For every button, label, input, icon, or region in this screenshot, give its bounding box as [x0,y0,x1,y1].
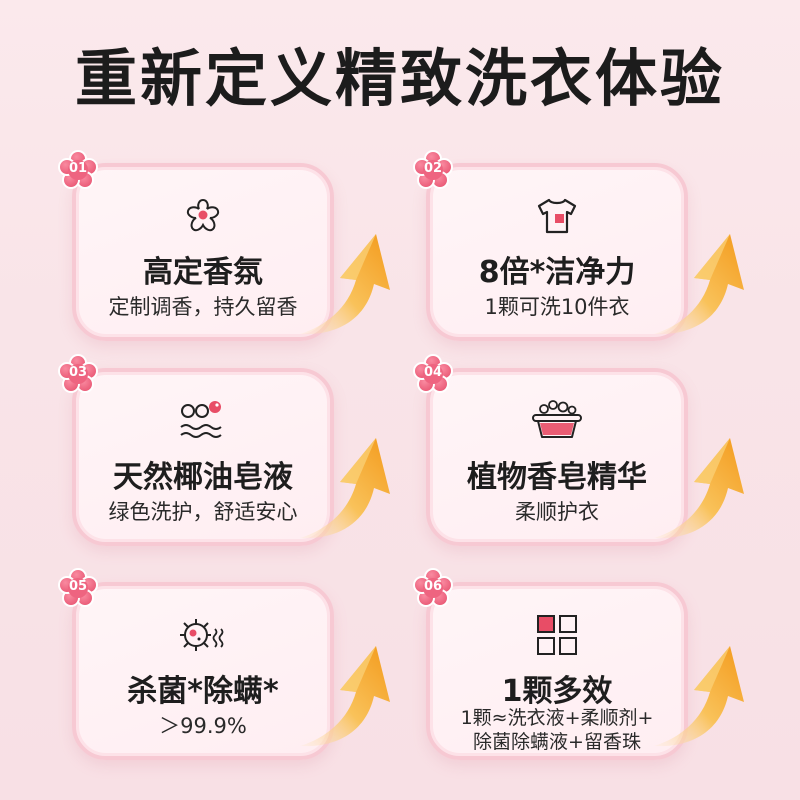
feature-subtext: 1颗≈洗衣液+柔顺剂+ 除菌除螨液+留香珠 [430,706,684,754]
arrow-up-icon [296,432,392,542]
badge-number: 04 [423,365,443,380]
feature-subtext-line-2: 除菌除螨液+留香珠 [473,731,641,753]
wash-basin-icon [430,398,684,444]
feature-heading: 植物香皂精华 [467,460,647,495]
number-badge-5: 05 [58,568,98,608]
feature-subtext: 1颗可洗10件衣 [484,295,630,319]
number-badge-6: 06 [413,568,453,608]
number-badge-4: 04 [413,354,453,394]
feature-heading: 天然椰油皂液 [113,460,293,495]
feature-subtext: ＞99.9% [159,714,247,738]
feature-card-2: 8倍*洁净力 1颗可洗10件衣 [426,163,688,341]
arrow-up-icon [650,432,746,542]
badge-number: 02 [423,161,443,176]
feature-card-5: 杀菌*除螨* ＞99.9% [72,582,334,760]
feature-subtext: 柔顺护衣 [515,500,599,524]
page-title: 重新定义精致洗衣体验 [74,42,725,115]
feature-heading: 高定香氛 [143,255,263,290]
feature-card-3: 天然椰油皂液 绿色洗护，舒适安心 [72,368,334,546]
feature-card-4: 植物香皂精华 柔顺护衣 [426,368,688,546]
badge-number: 05 [68,579,88,594]
arrow-up-icon [650,640,746,750]
feature-card-1: 高定香氛 定制调香，持久留香 [72,163,334,341]
arrow-up-icon [296,228,392,338]
feature-subtext: 定制调香，持久留香 [108,295,298,319]
feature-card-6: 1颗多效 1颗≈洗衣液+柔顺剂+ 除菌除螨液+留香珠 [426,582,688,760]
arrow-up-icon [650,228,746,338]
number-badge-2: 02 [413,150,453,190]
number-badge-3: 03 [58,354,98,394]
feature-subtext: 绿色洗护，舒适安心 [108,500,298,524]
badge-number: 06 [423,579,443,594]
badge-number: 03 [68,365,88,380]
number-badge-1: 01 [58,150,98,190]
germ-icon [76,612,330,658]
tshirt-icon [430,193,684,239]
bubbles-water-icon [76,398,330,444]
feature-subtext-line-1: 1颗≈洗衣液+柔顺剂+ [460,707,654,729]
feature-heading: 8倍*洁净力 [478,255,636,290]
feature-heading: 1颗多效 [501,674,613,709]
grid-icon [430,612,684,658]
feature-heading: 杀菌*除螨* [127,674,279,709]
badge-number: 01 [68,161,88,176]
arrow-up-icon [296,640,392,750]
flower-icon [76,193,330,239]
